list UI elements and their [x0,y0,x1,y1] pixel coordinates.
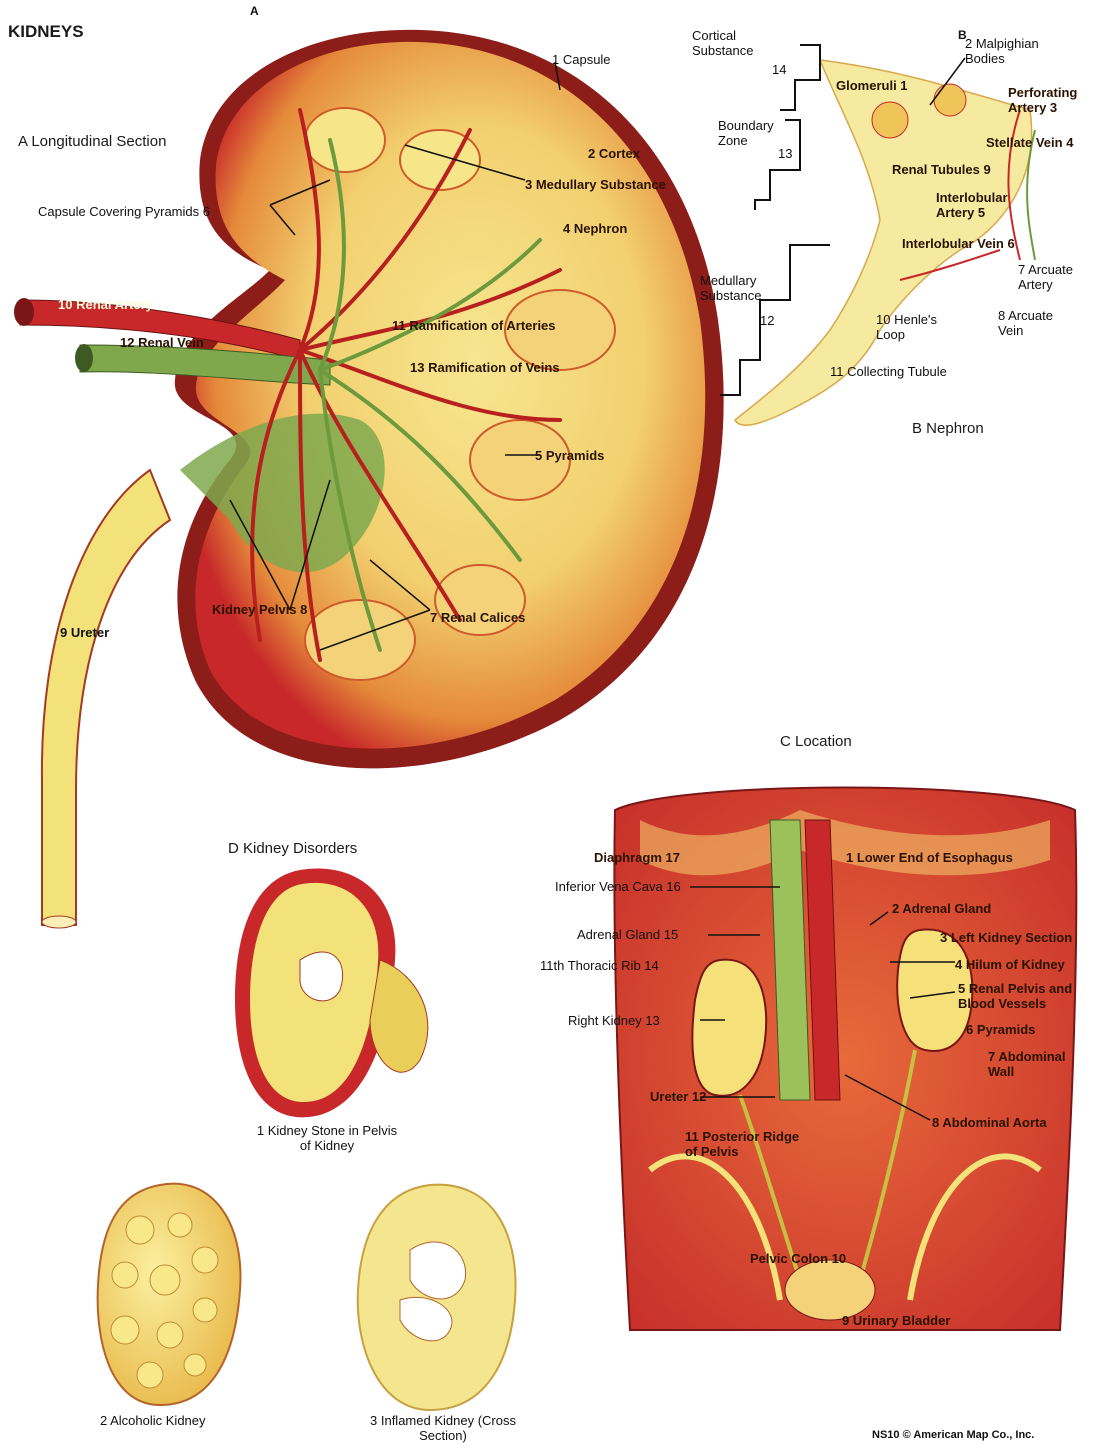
label-adrenal-gland-left: 2 Adrenal Gland [892,901,991,916]
label-arcuate-artery: 7 Arcuate Artery [1018,262,1078,292]
label-ramification-of-veins: 13 Ramification of Veins [410,360,560,375]
label-renal-pelvis-and-blood-vessels: 5 Renal Pelvis and Blood Vessels [958,981,1098,1011]
label-alcoholic-kidney: 2 Alcoholic Kidney [100,1413,206,1428]
label-interlobular-vein: Interlobular Vein 6 [902,236,1015,251]
copyright-credit: NS10 © American Map Co., Inc. [872,1428,1034,1443]
label-bracket-13: 13 [778,146,792,161]
label-thoracic-rib: 11th Thoracic Rib 14 [540,958,659,973]
label-right-kidney: Right Kidney 13 [568,1013,660,1028]
label-adrenal-gland-right: Adrenal Gland 15 [577,927,678,942]
label-left-kidney-section: 3 Left Kidney Section [940,930,1072,945]
label-urinary-bladder: 9 Urinary Bladder [842,1313,950,1328]
label-kidney-pelvis: Kidney Pelvis 8 [212,602,307,617]
label-boundary-zone: Boundary Zone [718,118,788,148]
label-renal-calices: 7 Renal Calices [430,610,525,625]
label-pelvic-colon: Pelvic Colon 10 [750,1251,846,1266]
label-henles-loop: 10 Henle's Loop [876,312,966,342]
label-nephron: 4 Nephron [563,221,627,236]
label-kidney-stone: 1 Kidney Stone in Pelvis of Kidney [252,1123,402,1153]
label-ureter-c: Ureter 12 [650,1089,706,1104]
label-arcuate-vein: 8 Arcuate Vein [998,308,1078,338]
label-pyramids-c: 6 Pyramids [966,1022,1035,1037]
panel-b-title: B Nephron [912,420,984,437]
label-pyramids: 5 Pyramids [535,448,604,463]
panel-a-title: A Longitudinal Section [18,133,166,150]
page-title: KIDNEYS [8,22,84,42]
panel-d-title: D Kidney Disorders [228,840,357,857]
label-posterior-ridge-of-pelvis: 11 Posterior Ridge of Pelvis [685,1129,805,1159]
label-renal-tubules: Renal Tubules 9 [892,162,991,177]
label-lower-end-of-esophagus: 1 Lower End of Esophagus [846,850,1013,865]
label-ramification-of-arteries: 11 Ramification of Arteries [392,318,556,333]
label-inferior-vena-cava: Inferior Vena Cava 16 [555,879,681,894]
ureter-tube [42,470,170,928]
alcoholic-kidney-illustration [98,1184,241,1405]
label-bracket-12: 12 [760,313,774,328]
label-interlobular-artery: Interlobular Artery 5 [936,190,1036,220]
label-bracket-14: 14 [772,62,786,77]
label-abdominal-aorta: 8 Abdominal Aorta [932,1115,1047,1130]
label-capsule-covering-pyramids: Capsule Covering Pyramids 6 [38,204,210,219]
label-medullary-substance-b: Medullary Substance [700,273,780,303]
label-glomeruli: Glomeruli 1 [836,78,908,93]
panel-c-title: C Location [780,733,852,750]
label-cortex: 2 Cortex [588,146,640,161]
label-perforating-artery: Perforating Artery 3 [1008,85,1098,115]
inflamed-kidney-illustration [358,1185,516,1410]
label-hilum-of-kidney: 4 Hilum of Kidney [955,957,1065,972]
label-collecting-tubule: 11 Collecting Tubule [830,364,947,379]
label-cortical-substance: Cortical Substance [692,28,772,58]
label-inflamed-kidney: 3 Inflamed Kidney (Cross Section) [368,1413,518,1443]
label-renal-vein: 12 Renal Vein [120,335,204,350]
label-malpighian-bodies: 2 Malpighian Bodies [965,36,1065,66]
label-ureter: 9 Ureter [60,625,109,640]
figure-letter-a: A [250,4,259,19]
label-capsule: 1 Capsule [552,52,611,67]
label-medullary-substance: 3 Medullary Substance [525,177,666,192]
kidney-stone-illustration [235,868,428,1117]
label-abdominal-wall: 7 Abdominal Wall [988,1049,1078,1079]
label-diaphragm: Diaphragm 17 [594,850,680,865]
label-stellate-vein: Stellate Vein 4 [986,135,1073,150]
label-renal-artery: 10 Renal Artery [58,297,153,312]
